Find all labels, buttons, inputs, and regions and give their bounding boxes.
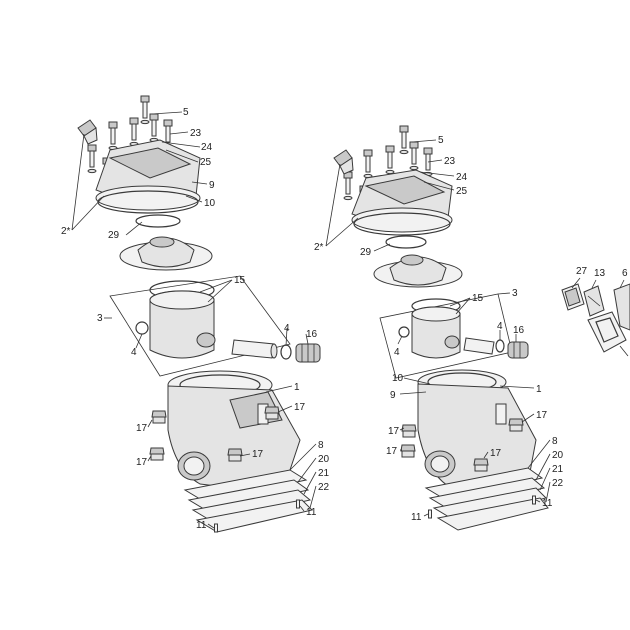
label-8: 8 — [318, 440, 324, 451]
left-piston — [149, 280, 216, 359]
right-leader-lines — [325, 139, 551, 517]
left-piston-kit-frame — [109, 275, 291, 377]
left-assembly: 5 23 24 25 9 10 2* 29 15 3 4 4 16 1 17 1… — [61, 95, 330, 533]
left-piston-pin — [231, 339, 278, 359]
label-20: 20 — [318, 454, 330, 465]
left-nut-17a — [151, 410, 167, 424]
label-11: 11 — [411, 512, 422, 523]
right-piston — [411, 298, 461, 359]
left-circlip-b — [280, 344, 292, 360]
label-29: 29 — [360, 247, 372, 258]
label-4: 4 — [394, 347, 400, 358]
intake-manifold — [613, 283, 630, 331]
label-17: 17 — [388, 426, 400, 437]
label-11: 11 — [542, 498, 553, 509]
left-nut-17b — [149, 447, 165, 461]
label-20: 20 — [552, 450, 564, 461]
label-17: 17 — [294, 402, 306, 413]
intake-flange — [587, 311, 627, 353]
label-17: 17 — [536, 410, 548, 421]
label-9: 9 — [209, 180, 215, 191]
far-right-partial-assembly: 27 13 6 — [561, 266, 630, 357]
right-circlip-a — [398, 326, 410, 338]
left-spark-plug — [77, 119, 98, 145]
right-spark-plug — [333, 149, 354, 175]
label-22: 22 — [552, 478, 564, 489]
label-16: 16 — [513, 325, 525, 336]
left-gaskets — [183, 469, 313, 533]
label-4: 4 — [284, 323, 290, 334]
label-17: 17 — [386, 446, 398, 457]
label-21: 21 — [552, 464, 564, 475]
label-9: 9 — [390, 390, 396, 401]
left-combustion-insert — [119, 236, 213, 271]
right-dowel-11a — [428, 509, 432, 519]
label-25: 25 — [200, 157, 212, 168]
left-needle-bearing — [295, 343, 321, 363]
right-needle-bearing — [507, 341, 529, 359]
left-labels: 5 23 24 25 9 10 2* 29 15 3 4 4 16 1 17 1… — [61, 107, 330, 531]
label-4: 4 — [497, 321, 503, 332]
right-dowel-11b — [532, 495, 536, 505]
label-1: 1 — [536, 384, 542, 395]
right-nut-17c — [508, 418, 524, 432]
label-11: 11 — [306, 507, 317, 518]
right-piston-pin — [463, 337, 495, 355]
right-assembly: 5 23 24 25 2* 29 15 3 4 4 16 10 9 1 17 1… — [314, 125, 564, 531]
label-17: 17 — [136, 423, 148, 434]
right-oring-29 — [385, 235, 427, 249]
label-2: 2* — [61, 226, 71, 237]
label-17: 17 — [490, 448, 502, 459]
label-16: 16 — [306, 329, 318, 340]
label-29: 29 — [108, 230, 120, 241]
label-3: 3 — [97, 313, 103, 324]
left-dowel-11a — [214, 523, 218, 533]
label-1: 1 — [294, 382, 300, 393]
label-22: 22 — [318, 482, 330, 493]
right-nut-17b — [400, 444, 416, 458]
right-cylinder-head — [351, 169, 453, 236]
label-6: 6 — [622, 268, 628, 279]
label-10: 10 — [392, 373, 404, 384]
label-8: 8 — [552, 436, 558, 447]
left-nut-17c — [264, 406, 280, 420]
left-leader-lines — [71, 111, 317, 529]
left-circlip-a — [135, 321, 149, 335]
reed-valve-gasket — [561, 283, 585, 311]
right-circlip-b — [495, 339, 505, 353]
label-10: 10 — [204, 198, 216, 209]
right-cylinder — [417, 369, 537, 493]
left-oring-29 — [135, 214, 181, 228]
label-17: 17 — [252, 449, 264, 460]
label-15: 15 — [472, 293, 484, 304]
label-3: 3 — [512, 288, 518, 299]
label-25: 25 — [456, 186, 468, 197]
label-13: 13 — [594, 268, 606, 279]
left-cylinder-head — [95, 139, 201, 214]
right-nut-17a — [401, 424, 417, 438]
label-21: 21 — [318, 468, 330, 479]
label-2: 2* — [314, 242, 324, 253]
label-11: 11 — [196, 520, 207, 531]
label-23: 23 — [190, 128, 202, 139]
label-23: 23 — [444, 156, 456, 167]
label-24: 24 — [201, 142, 213, 153]
label-27: 27 — [576, 266, 588, 277]
right-gaskets — [424, 467, 549, 531]
right-combustion-insert — [373, 254, 463, 288]
label-5: 5 — [438, 135, 444, 146]
label-4: 4 — [131, 347, 137, 358]
right-nut-17d — [473, 458, 489, 472]
label-5: 5 — [183, 107, 189, 118]
label-24: 24 — [456, 172, 468, 183]
right-labels: 5 23 24 25 2* 29 15 3 4 4 16 10 9 1 17 1… — [314, 135, 564, 523]
left-nut-17d — [227, 448, 243, 462]
label-17: 17 — [136, 457, 148, 468]
left-dowel-11b — [296, 499, 300, 509]
reed-block — [583, 285, 605, 317]
label-15: 15 — [234, 275, 246, 286]
